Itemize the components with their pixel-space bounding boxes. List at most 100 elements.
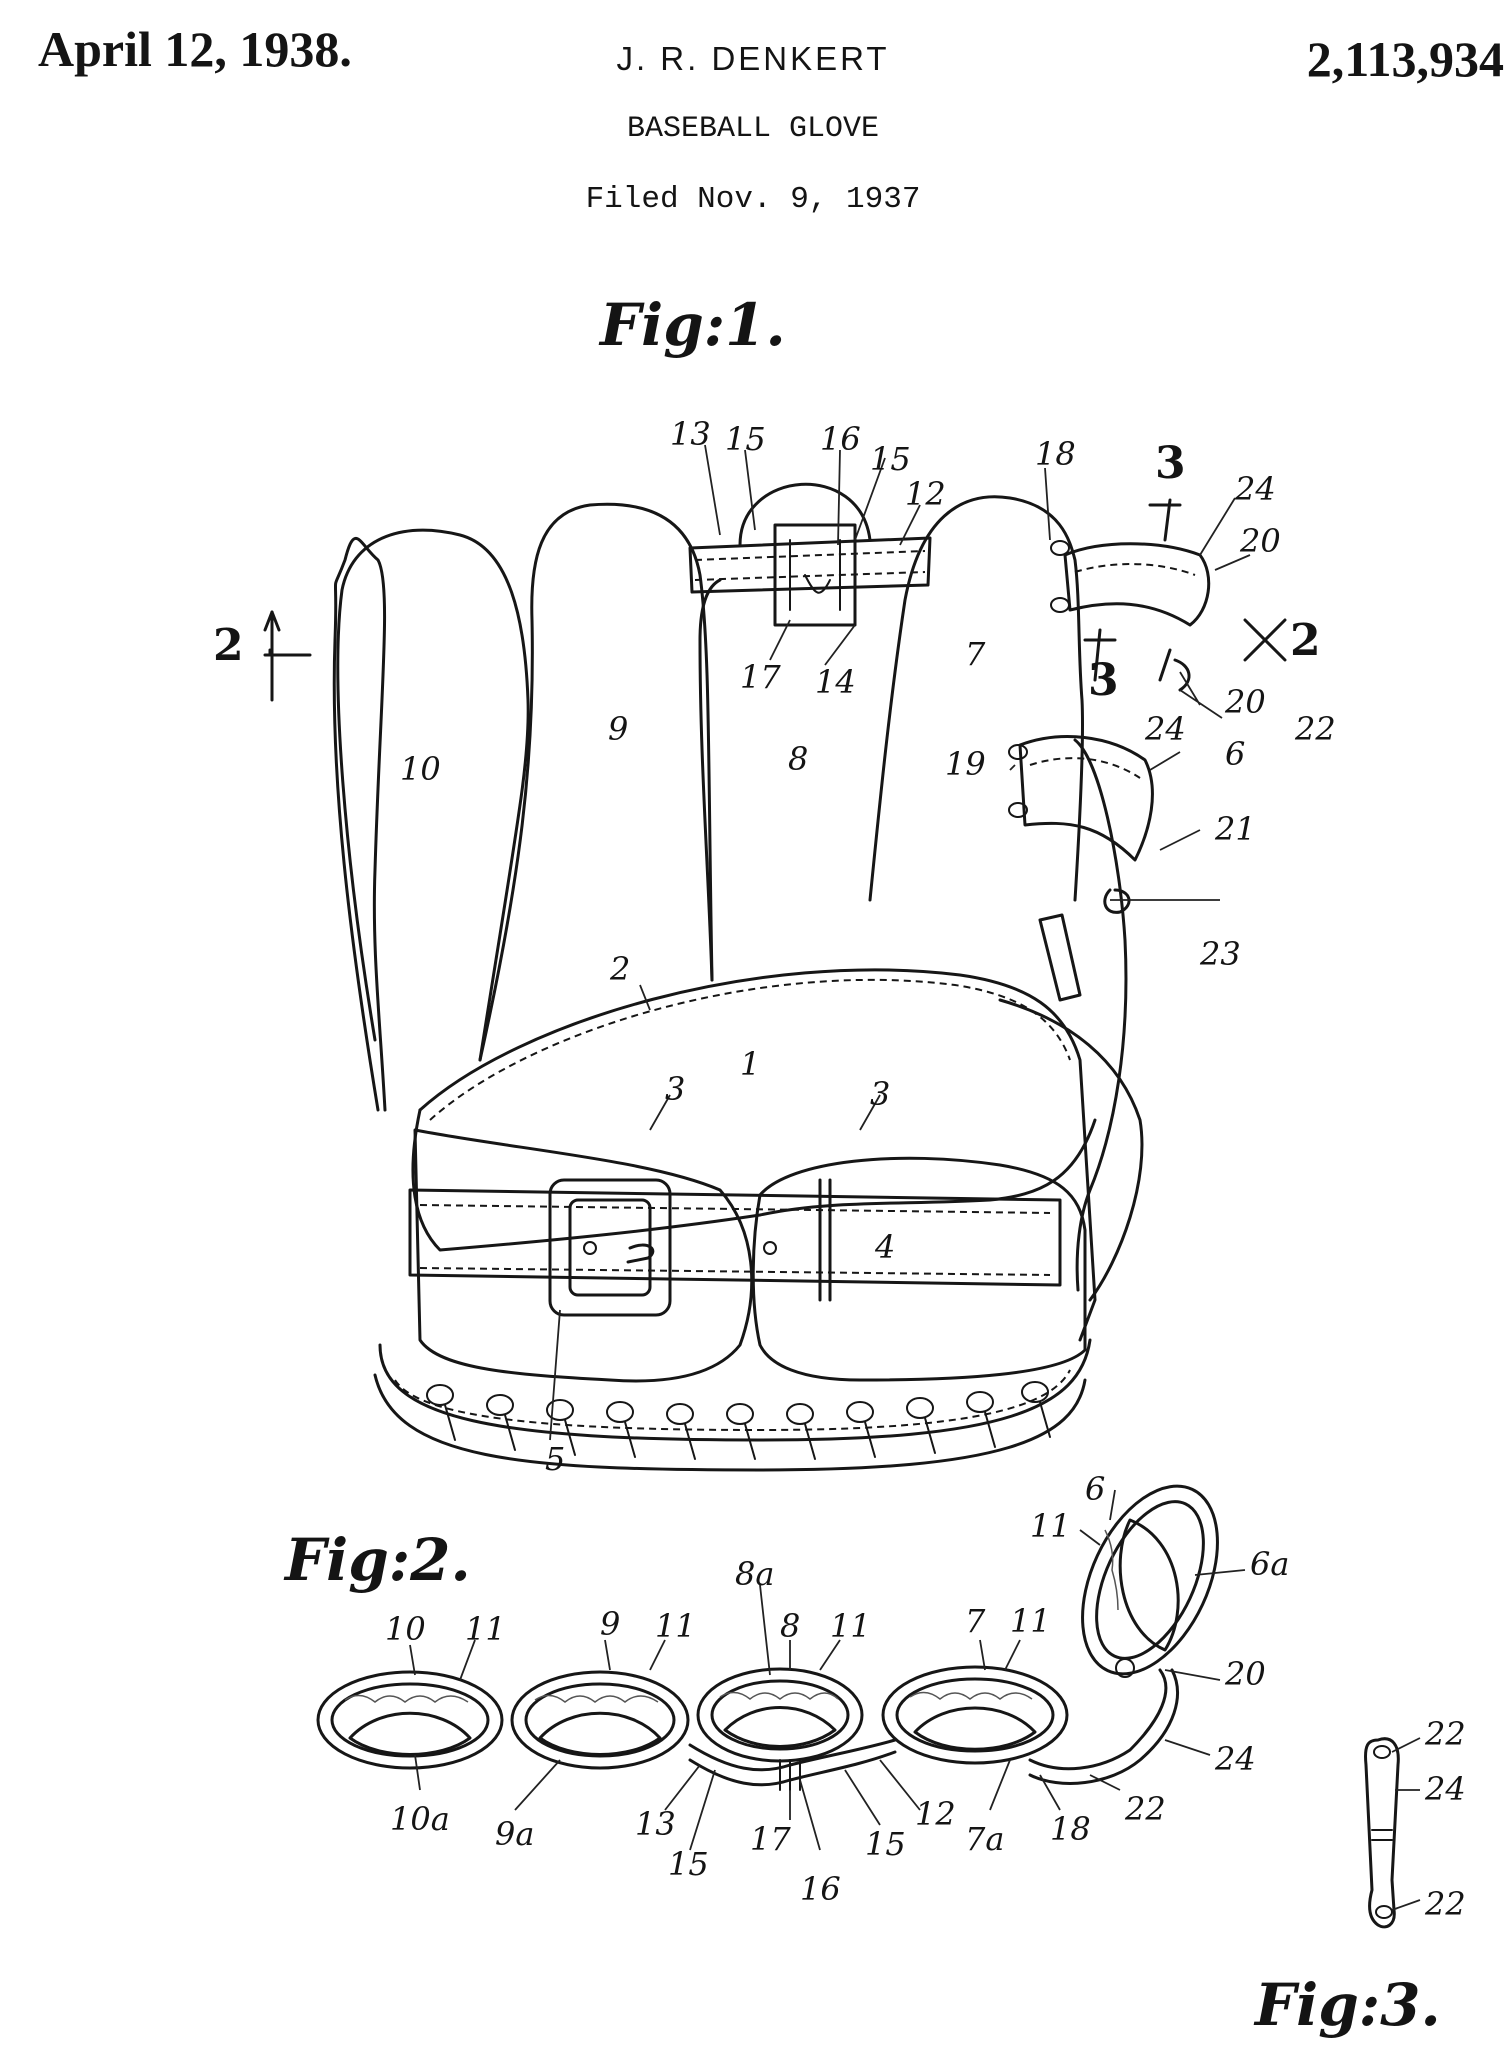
issue-date: April 12, 1938. [38,21,352,77]
cuff-panel-right [751,1156,1087,1382]
finger-8-outline [698,578,722,982]
ref-9: 9 [600,1605,620,1643]
finger-9-outline [478,502,714,1062]
ref-18: 18 [1035,435,1076,473]
ref-7a: 7a [965,1820,1004,1858]
finger-7-outline [868,495,1085,902]
ref-11: 11 [830,1607,871,1645]
fig1-glove-drawing: 13 15 16 15 12 18 3 24 20 2 2 17 14 7 9 … [213,415,1336,1478]
ref-24: 24 [1214,1740,1256,1778]
ref-12: 12 [905,475,946,513]
ref-2: 2 [609,950,630,988]
ref-16: 16 [820,420,861,458]
filing-date: Filed Nov. 9, 1937 [585,182,921,217]
ref-15: 15 [668,1845,709,1883]
ref-7: 7 [965,635,986,673]
thumb-6-section [1081,1484,1219,1676]
ref-22: 22 [1424,1885,1466,1923]
ref-9: 9 [608,710,628,748]
patent-number: 2,113,934 [1306,31,1504,87]
strap-link [1364,1737,1400,1929]
finger-9-section [510,1670,690,1770]
web-strap [688,536,932,594]
ref-13: 13 [670,415,711,453]
ref-24: 24 [1424,1770,1466,1808]
ref-24: 24 [1144,710,1186,748]
ref-17: 17 [750,1820,791,1858]
cuff-lacing [426,1381,1051,1460]
ref-13: 13 [635,1805,676,1843]
ref-15: 15 [725,420,766,458]
ref-22: 22 [1424,1715,1466,1753]
ref-14: 14 [815,663,856,701]
ref-3: 3 [665,1070,685,1108]
thumb-strap-loop [1028,1668,1168,1771]
ref-2-section-left: 2 [213,620,244,671]
ref-2-section-right: 2 [1290,615,1321,666]
finger-7-section [881,1665,1069,1765]
ref-10: 10 [385,1610,426,1648]
ref-5: 5 [545,1440,565,1478]
ref-24: 24 [1234,470,1276,508]
ref-19: 19 [945,745,986,783]
ref-7: 7 [965,1602,986,1640]
ref-12: 12 [915,1795,956,1833]
ref-21: 21 [1214,810,1256,848]
fig3-caption: Fig:3. [1253,1971,1441,2039]
ref-15: 15 [870,440,911,478]
thumb-outline [1073,738,1128,1292]
ref-16: 16 [800,1870,841,1908]
ref-3: 3 [870,1075,890,1113]
ref-18: 18 [1050,1810,1091,1848]
ref-6: 6 [1085,1470,1105,1508]
wrist-strap [408,1188,1062,1287]
ref-17: 17 [740,658,781,696]
ref-11: 11 [655,1607,696,1645]
fig3-strap-detail: 22 24 22 Fig:3. [1253,1715,1466,2039]
ref-9a: 9a [495,1815,534,1853]
patent-title: BASEBALL GLOVE [626,112,880,146]
web-lace-loop [738,482,872,547]
ref-11: 11 [465,1610,506,1648]
ref-1: 1 [740,1045,760,1083]
ref-22: 22 [1294,710,1336,748]
glove-outline [332,536,387,1112]
palm-right-edge [998,998,1144,1302]
fig2-caption: Fig:2. [283,1526,471,1594]
ref-8: 8 [780,1607,800,1645]
ref-8a: 8a [735,1555,774,1593]
ref-23: 23 [1199,935,1241,973]
fig2-cross-section: 6 11 6a 8a 10 11 9 11 8 11 7 11 20 24 22… [316,1470,1289,1908]
buckle [548,1178,672,1317]
ref-20: 20 [1224,1655,1266,1693]
ref-20: 20 [1224,683,1266,721]
cuff-panel-left [413,1128,754,1383]
thumb-strap-lower [1018,735,1154,862]
ref-10: 10 [400,750,441,788]
ref-3-section: 3 [1155,438,1186,489]
cuff-bottom-roll [378,1338,1092,1442]
ref-11: 11 [1030,1507,1071,1545]
finger-10-outline [336,528,530,1062]
ref-3-section-mid: 3 [1088,655,1119,706]
finger-8-section [696,1667,864,1763]
ref-6a: 6a [1250,1545,1289,1583]
finger-10-section [316,1670,504,1770]
ref-6: 6 [1225,735,1245,773]
thumb-strap-upper [1063,542,1211,627]
cuff-front-panel [411,1108,1097,1252]
ref-10a: 10a [390,1800,450,1838]
section-line-3 [1083,498,1182,682]
ref-20: 20 [1239,522,1281,560]
ref-8: 8 [788,740,808,778]
fig1-caption: Fig:1. [598,291,786,359]
ref-15: 15 [865,1825,906,1863]
cuff-backing [418,968,1097,1342]
ref-22: 22 [1124,1790,1166,1828]
section-line-2-right [1243,618,1287,662]
web-lace-box [773,523,857,627]
inventor-name: J. R. DENKERT [616,40,890,77]
ref-11: 11 [1010,1602,1051,1640]
ref-4: 4 [874,1228,895,1266]
